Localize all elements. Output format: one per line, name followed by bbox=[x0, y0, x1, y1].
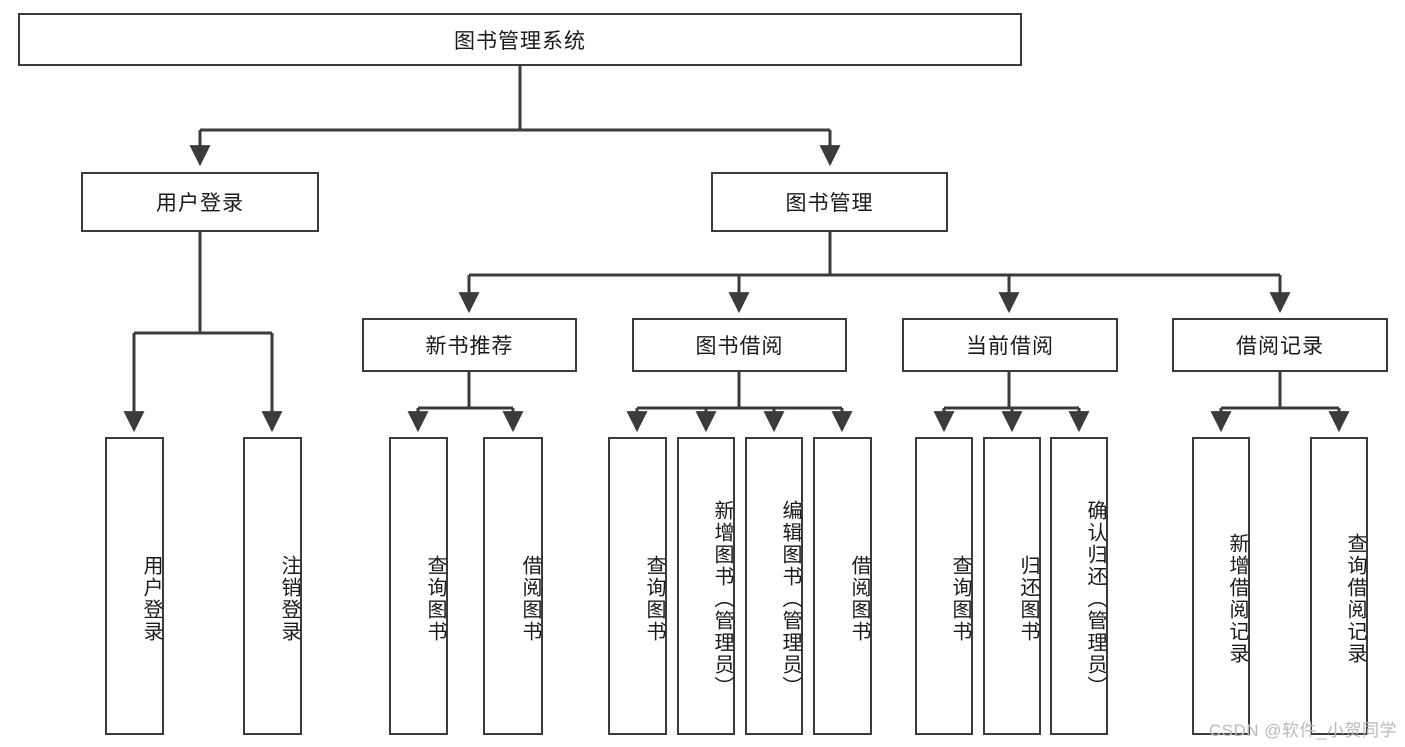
leaf-logout-label: 注销登录 bbox=[278, 555, 300, 643]
leaf-query-book-recommend-label: 查询图书 bbox=[424, 555, 446, 643]
leaf-query-book-current-label: 查询图书 bbox=[949, 555, 971, 643]
node-borrow-record-label: 借阅记录 bbox=[1236, 335, 1324, 358]
leaf-borrow-book-recommend-label: 借阅图书 bbox=[519, 555, 541, 643]
node-user-login-label: 用户登录 bbox=[156, 192, 244, 215]
node-borrow-record[interactable]: 借阅记录 bbox=[1172, 318, 1388, 372]
leaf-query-borrow-record-label: 查询借阅记录 bbox=[1344, 533, 1366, 665]
node-book-management[interactable]: 图书管理 bbox=[711, 172, 948, 232]
leaf-query-book-recommend[interactable]: 查询图书 bbox=[389, 437, 448, 735]
leaf-add-borrow-record[interactable]: 新增借阅记录 bbox=[1192, 437, 1250, 735]
leaf-add-borrow-record-label: 新增借阅记录 bbox=[1226, 533, 1248, 665]
node-user-login[interactable]: 用户登录 bbox=[81, 172, 319, 232]
leaf-query-book-borrow-label: 查询图书 bbox=[643, 555, 665, 643]
leaf-borrow-book[interactable]: 借阅图书 bbox=[813, 437, 872, 735]
csdn-watermark: CSDN @软件_小贺同学 bbox=[1208, 721, 1397, 740]
node-root[interactable]: 图书管理系统 bbox=[18, 13, 1022, 66]
node-current-borrow-label: 当前借阅 bbox=[966, 335, 1054, 358]
leaf-user-login[interactable]: 用户登录 bbox=[105, 437, 164, 735]
leaf-query-book-current[interactable]: 查询图书 bbox=[915, 437, 973, 735]
leaf-return-book[interactable]: 归还图书 bbox=[983, 437, 1041, 735]
leaf-return-book-label: 归还图书 bbox=[1017, 555, 1039, 643]
leaf-query-borrow-record[interactable]: 查询借阅记录 bbox=[1310, 437, 1368, 735]
node-current-borrow[interactable]: 当前借阅 bbox=[902, 318, 1118, 372]
leaf-add-book-admin-label: 新增图书（管理员） bbox=[711, 500, 733, 698]
leaf-logout[interactable]: 注销登录 bbox=[243, 437, 302, 735]
leaf-confirm-return-admin[interactable]: 确认归还（管理员） bbox=[1050, 437, 1108, 735]
leaf-borrow-book-label: 借阅图书 bbox=[848, 555, 870, 643]
node-new-book-recommend[interactable]: 新书推荐 bbox=[362, 318, 577, 372]
leaf-borrow-book-recommend[interactable]: 借阅图书 bbox=[483, 437, 543, 735]
node-new-book-recommend-label: 新书推荐 bbox=[425, 335, 514, 358]
node-book-borrow[interactable]: 图书借阅 bbox=[632, 318, 847, 372]
leaf-edit-book-admin[interactable]: 编辑图书（管理员） bbox=[745, 437, 803, 735]
node-root-label: 图书管理系统 bbox=[454, 29, 586, 53]
node-book-borrow-label: 图书借阅 bbox=[695, 335, 784, 358]
leaf-edit-book-admin-label: 编辑图书（管理员） bbox=[779, 500, 801, 698]
leaf-add-book-admin[interactable]: 新增图书（管理员） bbox=[677, 437, 735, 735]
leaf-user-login-label: 用户登录 bbox=[140, 555, 162, 643]
node-book-management-label: 图书管理 bbox=[785, 192, 874, 215]
leaf-confirm-return-admin-label: 确认归还（管理员） bbox=[1084, 500, 1106, 698]
leaf-query-book-borrow[interactable]: 查询图书 bbox=[608, 437, 667, 735]
